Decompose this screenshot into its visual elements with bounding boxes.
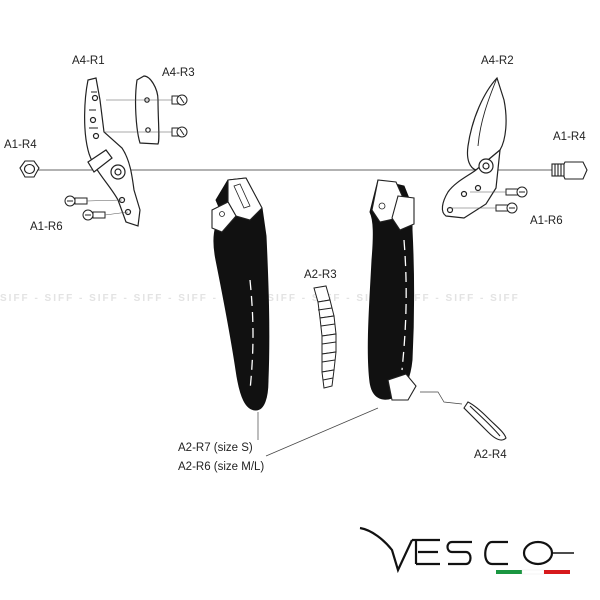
blade-screw-bottom [171,126,188,138]
blade-plate-part [134,75,160,145]
right-handle-part [367,179,417,401]
lock-clip-part [463,401,507,441]
right-handle-screw-lower [495,202,518,214]
coil-spring-part [313,285,337,389]
right-pivot-bolt [551,161,588,180]
left-handle-screw-upper [64,195,88,207]
label-a1-r4-left: A1-R4 [4,139,37,151]
cutting-blade-part [441,76,507,219]
left-handle-screw-lower [82,209,106,221]
left-hex-nut [19,160,40,178]
label-a1-r4-right: A1-R4 [553,131,586,143]
label-a1-r6-right: A1-R6 [530,215,563,227]
blade-screw-top [171,94,188,106]
label-a2-r6: A2-R6 (size M/L) [178,461,265,473]
label-a2-r3: A2-R3 [304,269,337,281]
label-a2-r4: A2-R4 [474,449,507,461]
label-a2-r7: A2-R7 (size S) [178,442,253,454]
label-a4-r1: A4-R1 [72,55,105,67]
italian-flag [496,569,570,575]
anvil-blade-part [84,77,141,227]
left-handle-part [211,177,270,411]
label-a4-r3: A4-R3 [162,67,195,79]
vesco-logo [359,526,574,574]
label-a4-r2: A4-R2 [481,55,514,67]
right-handle-screw-upper [505,186,528,198]
label-a1-r6-left: A1-R6 [30,221,63,233]
